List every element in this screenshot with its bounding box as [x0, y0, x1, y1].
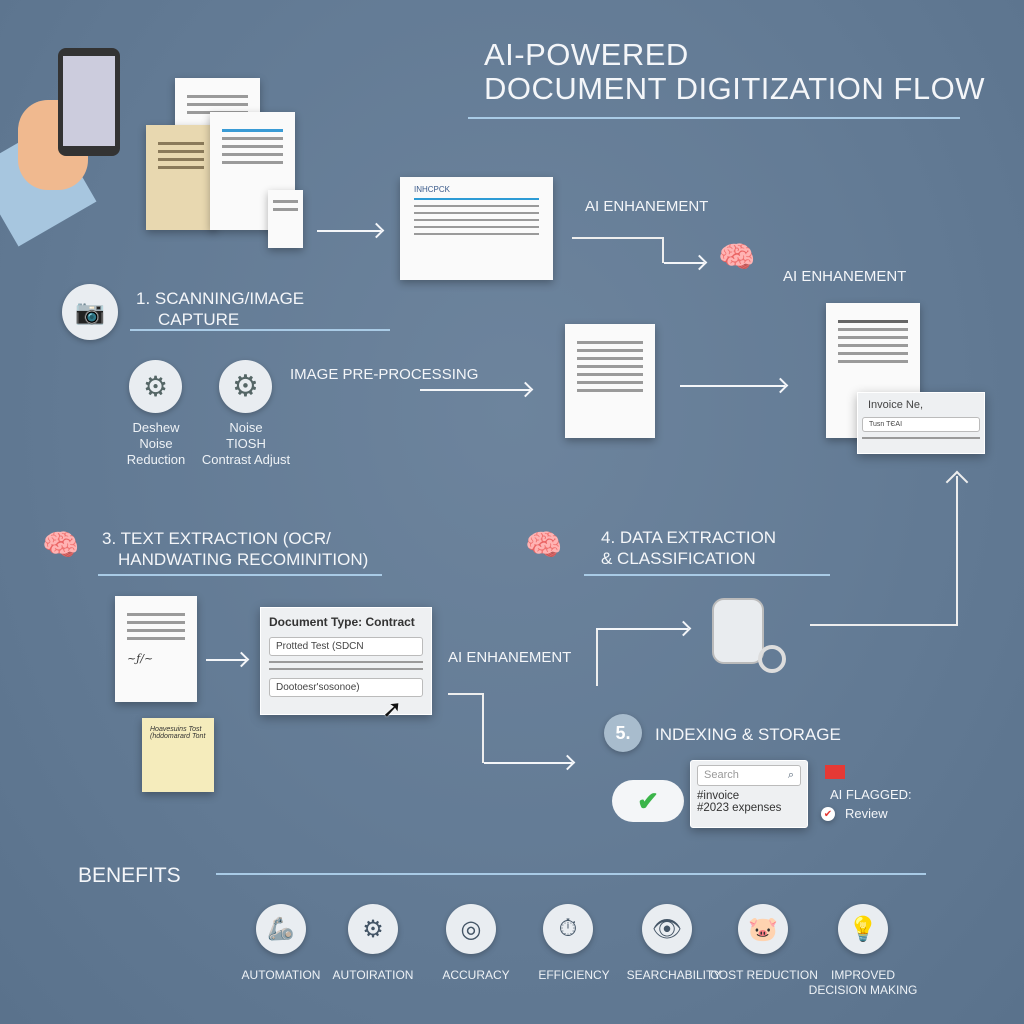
magnifier-icon	[758, 645, 786, 673]
connector	[956, 476, 958, 624]
benefit-label: ACCURACY	[442, 968, 510, 982]
document-type-title: Document Type: Contract	[269, 615, 415, 629]
text: Noise	[139, 436, 173, 451]
piggy-bank-icon: 🐷	[738, 904, 788, 954]
camera-icon: 📷	[62, 284, 118, 340]
tag-invoice[interactable]: #invoice	[697, 790, 740, 802]
search-icon[interactable]: ⌕	[787, 769, 794, 781]
sticky-line: Hoavesuins Tost	[150, 726, 202, 733]
step5-label: INDEXING & STORAGE	[655, 725, 841, 744]
step3-line1: 3. TEXT EXTRACTION (OCR/	[102, 529, 331, 548]
arrow	[680, 385, 785, 387]
step1-line1: 1. SCANNING/IMAGE	[136, 289, 305, 308]
workflow-gear-icon: ⚙	[348, 904, 398, 954]
eye-icon: 👁	[642, 904, 692, 954]
brain-icon: 🧠	[718, 240, 756, 274]
review-label[interactable]: Review	[845, 806, 888, 821]
step4-divider	[584, 574, 830, 576]
step3-line2: HANDWATING RECOMINITION)	[118, 550, 369, 569]
handwriting-text-field[interactable]: Dootoesr'sosonoe)	[269, 678, 423, 697]
target-icon: ◎	[446, 904, 496, 954]
brain-icon: 🧠	[525, 529, 563, 562]
connector	[596, 628, 598, 686]
scanned-invoice: INHCPCK	[400, 177, 553, 280]
tag-expenses[interactable]: #2023 expenses	[697, 802, 782, 814]
brain-icon: 🧠	[42, 529, 80, 562]
arrow	[664, 262, 704, 264]
step3-divider	[98, 574, 382, 576]
red-flag-icon	[825, 765, 845, 779]
cloud-check-icon: ✔	[612, 780, 684, 822]
ai-enhancement-label-1: AI ENHANEMENT	[585, 198, 709, 215]
ai-flagged-label: AI FLAGGED:	[830, 787, 912, 802]
step4-line2: & CLASSIFICATION	[601, 549, 756, 568]
connector	[810, 624, 958, 626]
benefits-title: BENEFITS	[78, 864, 181, 887]
gears-icon: ⚙	[129, 360, 182, 413]
gear-icon: ⚙	[219, 360, 272, 413]
benefit-label: EFFICIENCY	[538, 968, 610, 982]
receipt	[268, 190, 303, 248]
benefits-row: 🦾 AUTOMATION ⚙ AUTOIRATION ◎ ACCURACY ⏱ …	[0, 900, 1024, 1000]
text: TIOSH	[226, 436, 266, 451]
arrowhead	[945, 470, 969, 494]
arrow	[317, 230, 381, 232]
ai-enhancement-label-3: AI ENHANEMENT	[448, 649, 572, 666]
stopwatch-icon: ⏱	[543, 904, 593, 954]
database-icon	[712, 598, 764, 664]
benefits-divider	[216, 873, 926, 875]
step4-line1: 4. DATA EXTRACTION	[601, 528, 777, 547]
benefit-label: SEARCHABILITY	[626, 968, 722, 982]
benefit-label: AUTOIRATION	[332, 968, 414, 982]
search-input[interactable]: Search ⌕	[697, 765, 801, 786]
title-line1: AI-POWERED	[484, 37, 689, 72]
step1-divider	[130, 329, 390, 331]
step4-label: 4. DATA EXTRACTION & CLASSIFICATION	[601, 527, 776, 569]
ocr-text-field[interactable]: Protted Test (SDCN	[269, 637, 423, 656]
ai-enhancement-label-2: AI ENHANEMENT	[783, 268, 907, 285]
title-divider	[468, 117, 960, 119]
cursor-icon: ➚	[382, 696, 403, 723]
benefit-label: IMPROVED DECISION MAKING	[808, 968, 918, 997]
step2-label: IMAGE PRE-PROCESSING	[290, 366, 479, 383]
connector	[448, 693, 484, 763]
preprocessed-document	[565, 324, 655, 438]
sticky-note: Hoavesuins Tost(hddomarard Tont	[142, 718, 214, 792]
benefit-label: COST REDUCTION	[710, 968, 818, 982]
invoice-header: INHCPCK	[414, 185, 451, 194]
search-placeholder: Search	[704, 769, 739, 781]
review-check-icon[interactable]: ✔	[821, 807, 835, 821]
arrow	[484, 762, 572, 764]
arrow	[206, 659, 246, 661]
text: Contrast Adjust	[201, 452, 291, 467]
invoice-field: Tusn TЄAI	[862, 417, 980, 432]
text: Deshew	[132, 420, 180, 435]
old-handwritten-document	[146, 125, 216, 230]
text: Noise	[229, 420, 263, 435]
robot-arm-icon: 🦾	[256, 904, 306, 954]
phone	[58, 48, 120, 156]
arrow	[420, 389, 530, 391]
invoice-card-title: Invoice Ne,	[868, 399, 924, 411]
search-panel: Search ⌕ #invoice #2023 expenses	[690, 760, 808, 828]
text: Reduction	[126, 452, 186, 467]
step1-line2: CAPTURE	[158, 310, 240, 329]
phone-hand-illustration	[0, 40, 130, 247]
document-type-card: Document Type: Contract Protted Test (SD…	[260, 607, 432, 715]
invoice-card: Invoice Ne, Tusn TЄAI	[857, 392, 985, 454]
connector	[572, 237, 664, 263]
arrow	[596, 628, 688, 630]
title-line2: DOCUMENT DIGITIZATION FLOW	[484, 71, 985, 106]
lightbulb-icon: 💡	[838, 904, 888, 954]
step1-label: 1. SCANNING/IMAGE CAPTURE	[136, 288, 304, 330]
sticky-line: (hddomarard Tont	[150, 733, 206, 740]
step5-number: 5.	[604, 714, 642, 752]
benefit-label: AUTOMATION	[241, 968, 321, 982]
step3-label: 3. TEXT EXTRACTION (OCR/HANDWATING RECOM…	[102, 528, 368, 570]
handwritten-document: ~ƒ/~	[115, 596, 197, 702]
